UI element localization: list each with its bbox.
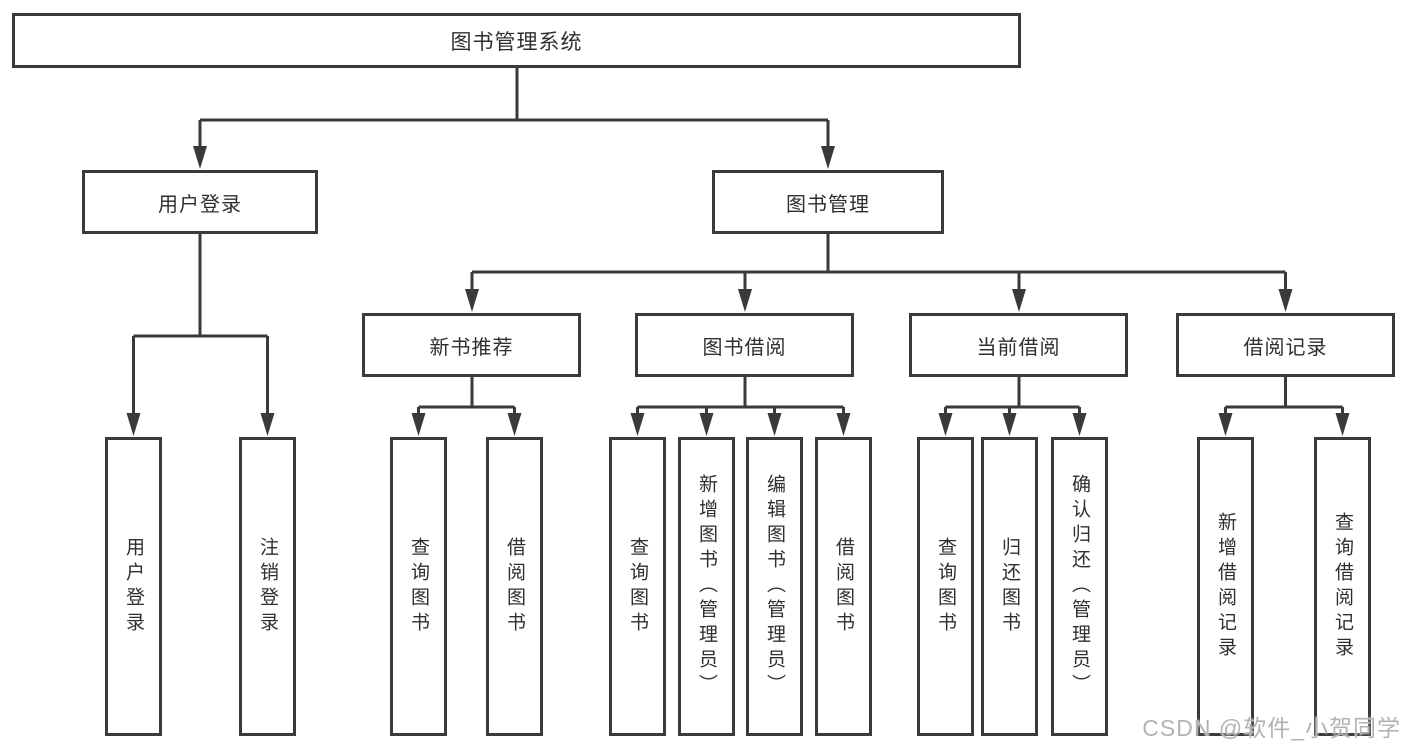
- leaf-return-books: 归还图书: [981, 437, 1038, 736]
- node-label: 借阅图书: [833, 536, 854, 637]
- csdn-watermark: CSDN @软件_小贺同学: [1142, 715, 1401, 741]
- leaf-add-books-admin: 新增图书（管理员）: [678, 437, 735, 736]
- node-label: 查询图书: [408, 536, 429, 637]
- node-label: 用户登录: [158, 193, 242, 216]
- node-current-borrowing: 当前借阅: [909, 313, 1128, 377]
- leaf-borrow-books-1: 借阅图书: [486, 437, 543, 736]
- node-label: 新增图书（管理员）: [696, 474, 717, 699]
- leaf-query-books-3: 查询图书: [917, 437, 974, 736]
- node-user-login: 用户登录: [82, 170, 318, 234]
- node-label: 当前借阅: [976, 336, 1061, 359]
- node-label: 用户登录: [123, 536, 144, 637]
- node-label: 归还图书: [999, 536, 1020, 637]
- node-label: 图书管理系统: [450, 30, 583, 54]
- node-new-book-recommendation: 新书推荐: [362, 313, 581, 377]
- leaf-query-borrow-record: 查询借阅记录: [1314, 437, 1371, 736]
- node-label: 查询图书: [627, 536, 648, 637]
- leaf-query-books-2: 查询图书: [609, 437, 666, 736]
- node-book-borrowing: 图书借阅: [635, 313, 854, 377]
- node-label: 确认归还（管理员）: [1069, 474, 1090, 699]
- leaf-confirm-return-admin: 确认归还（管理员）: [1051, 437, 1108, 736]
- node-label: 查询借阅记录: [1332, 511, 1353, 662]
- leaf-add-borrow-record: 新增借阅记录: [1197, 437, 1254, 736]
- node-label: 查询图书: [935, 536, 956, 637]
- leaf-user-login: 用户登录: [105, 437, 162, 736]
- node-label: 新书推荐: [429, 336, 514, 359]
- leaf-edit-books-admin: 编辑图书（管理员）: [746, 437, 803, 736]
- node-label: 注销登录: [257, 536, 278, 637]
- leaf-logout: 注销登录: [239, 437, 296, 736]
- node-label: 图书管理: [786, 193, 870, 216]
- node-label: 新增借阅记录: [1215, 511, 1236, 662]
- node-label: 借阅图书: [504, 536, 525, 637]
- leaf-borrow-books-2: 借阅图书: [815, 437, 872, 736]
- node-book-management: 图书管理: [712, 170, 944, 234]
- node-label: 借阅记录: [1243, 336, 1328, 359]
- node-library-management-system: 图书管理系统: [12, 13, 1021, 68]
- node-borrowing-records: 借阅记录: [1176, 313, 1395, 377]
- node-label: 编辑图书（管理员）: [764, 474, 785, 699]
- leaf-query-books-1: 查询图书: [390, 437, 447, 736]
- node-label: 图书借阅: [702, 336, 787, 359]
